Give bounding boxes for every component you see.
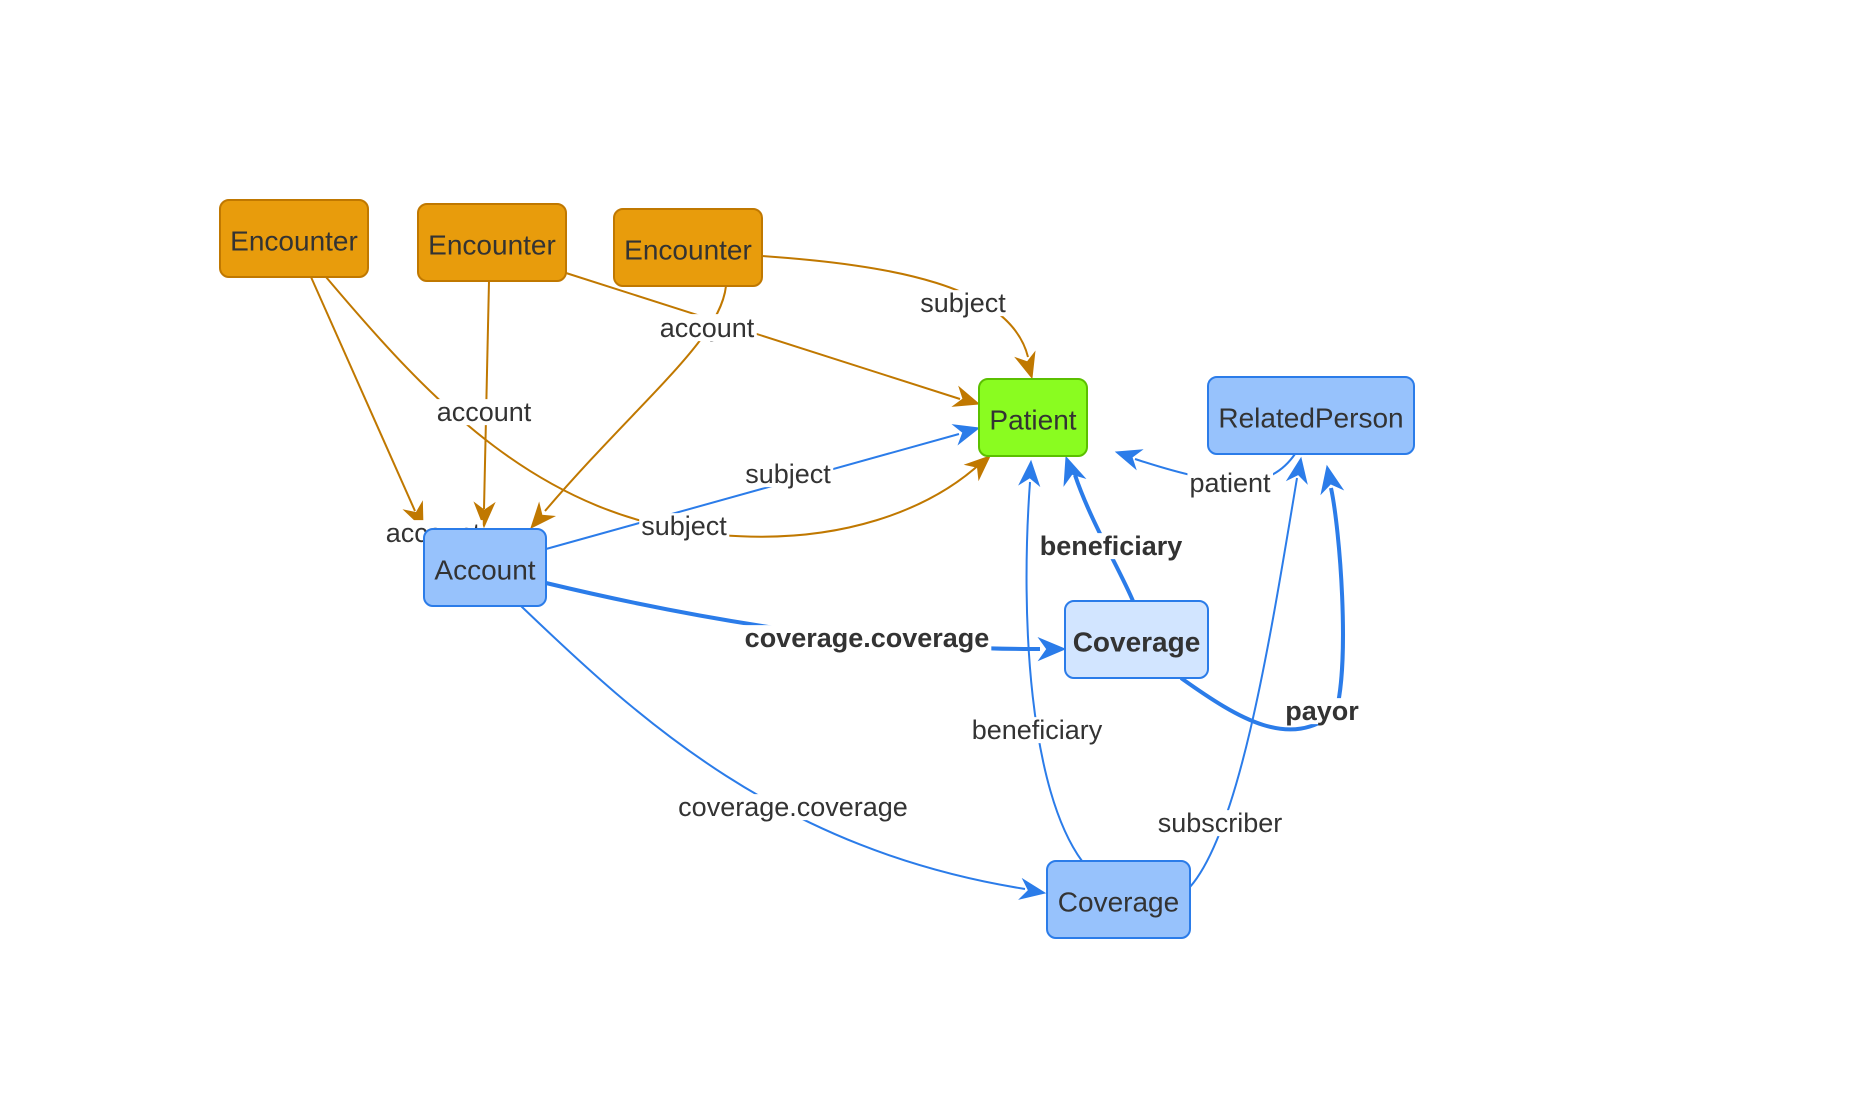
edge-label: coverage.coverage	[745, 623, 990, 653]
edge-cov2-patient[interactable]	[1018, 459, 1083, 862]
edge-label: subject	[641, 511, 727, 541]
edge-label-background	[1155, 810, 1285, 837]
edge-line[interactable]	[520, 605, 1026, 890]
edge-arrowhead	[1063, 455, 1087, 487]
node-enc2[interactable]: Encounter	[417, 203, 567, 282]
edge-arrowhead	[530, 501, 557, 529]
node-box[interactable]	[1207, 376, 1415, 455]
edge-line[interactable]	[310, 276, 416, 512]
edge-arrowhead	[1285, 456, 1308, 485]
node-cov2[interactable]: Coverage	[1046, 860, 1191, 939]
edge-label: coverage.coverage	[678, 792, 908, 822]
edge-label: subscriber	[1158, 808, 1283, 838]
node-label: Encounter	[624, 235, 752, 266]
edge-arrowhead	[1014, 350, 1036, 380]
node-label: Account	[434, 555, 535, 586]
edge-label: payor	[1285, 696, 1359, 726]
edge-arrowhead	[951, 424, 981, 446]
node-label: Patient	[989, 405, 1076, 436]
edge-arrowhead	[1320, 464, 1345, 496]
node-enc1[interactable]: Encounter	[219, 199, 369, 278]
edge-arrowhead	[1018, 459, 1041, 488]
edge-line[interactable]	[565, 272, 961, 400]
edge-label: beneficiary	[972, 715, 1103, 745]
edge-account-cov2[interactable]	[520, 605, 1047, 900]
edge-arrowhead	[1114, 449, 1144, 471]
edge-label-background	[1283, 698, 1362, 725]
edge-label-background	[918, 290, 1009, 317]
edge-cov1-related[interactable]	[1179, 464, 1345, 732]
node-label: Encounter	[428, 230, 556, 261]
node-enc3[interactable]: Encounter	[613, 208, 763, 287]
edge-label: subject	[745, 459, 831, 489]
edge-label-background	[1187, 470, 1274, 497]
edge-label-background	[1037, 533, 1185, 560]
edge-arrowhead	[951, 385, 981, 407]
edge-line[interactable]	[325, 276, 983, 538]
edge-label-background	[742, 625, 992, 652]
edge-label: patient	[1189, 468, 1271, 498]
edge-line[interactable]	[1025, 481, 1083, 862]
edge-label-background	[676, 794, 910, 821]
edge-label-background	[657, 315, 757, 342]
node-account[interactable]: Account	[423, 528, 547, 607]
edge-label: account	[437, 397, 532, 427]
node-box[interactable]	[417, 203, 567, 282]
edge-enc2-account[interactable]	[473, 280, 496, 529]
node-label: RelatedPerson	[1218, 403, 1403, 434]
edge-label-background	[743, 461, 834, 488]
edge-arrowhead	[1018, 877, 1047, 900]
node-box[interactable]	[613, 208, 763, 287]
edge-label-background	[969, 717, 1105, 744]
edge-label-background	[434, 399, 534, 426]
node-cov1[interactable]: Coverage	[1064, 600, 1209, 679]
edge-enc1-account[interactable]	[310, 276, 424, 530]
edge-label: subject	[920, 288, 1006, 318]
edge-line[interactable]	[483, 280, 490, 510]
edge-enc2-patient[interactable]	[565, 272, 981, 407]
node-label: Coverage	[1073, 627, 1201, 658]
edge-label: account	[660, 313, 755, 343]
edge-enc3-account[interactable]	[530, 285, 727, 529]
edge-line[interactable]	[545, 433, 960, 550]
node-related[interactable]: RelatedPerson	[1207, 376, 1415, 455]
node-box[interactable]	[423, 528, 547, 607]
edge-arrowhead	[963, 455, 991, 482]
node-patient[interactable]: Patient	[978, 378, 1088, 457]
node-label: Encounter	[230, 226, 358, 257]
edge-line[interactable]	[1189, 477, 1298, 888]
edge-cov2-related[interactable]	[1189, 456, 1308, 888]
edge-line[interactable]	[761, 255, 1029, 358]
node-box[interactable]	[219, 199, 369, 278]
node-box[interactable]	[978, 378, 1088, 457]
edge-enc3-patient[interactable]	[761, 255, 1036, 380]
edge-arrowhead	[473, 501, 496, 529]
edge-labels-layer: accountsubjectaccountsubjectsubjectaccou…	[383, 288, 1362, 838]
edge-line[interactable]	[544, 285, 727, 512]
node-label: Coverage	[1058, 887, 1179, 918]
edge-account-patient[interactable]	[545, 424, 981, 550]
edge-label-background	[639, 513, 730, 540]
node-box[interactable]	[1046, 860, 1191, 939]
edge-cov1-patient[interactable]	[1063, 455, 1135, 602]
node-box[interactable]	[1064, 600, 1209, 679]
edge-label: beneficiary	[1040, 531, 1183, 561]
edge-arrowhead	[1037, 636, 1067, 662]
